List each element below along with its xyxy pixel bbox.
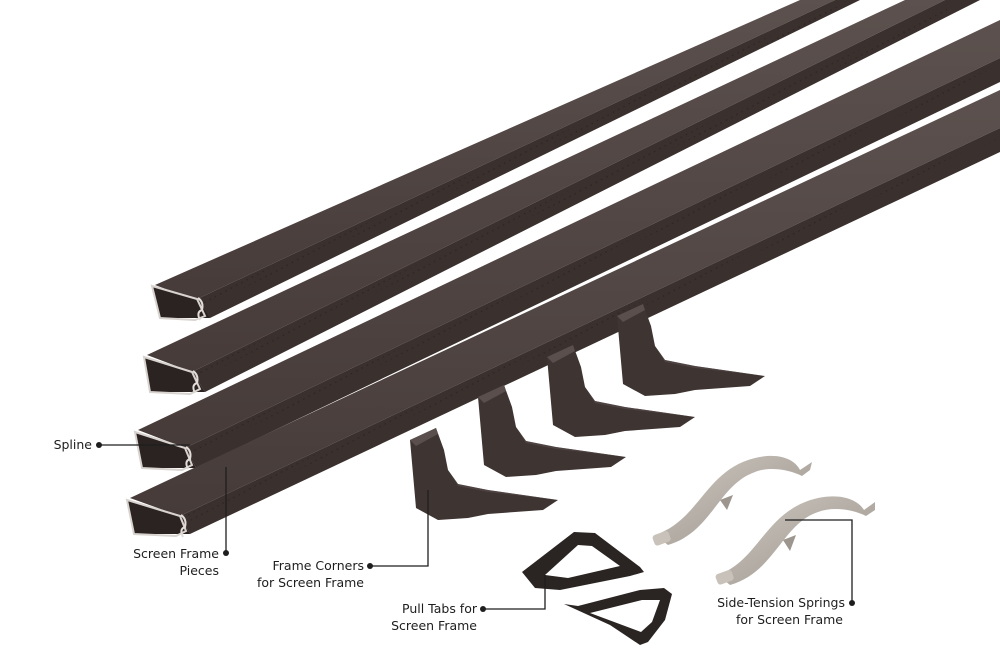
label-spline: Spline <box>30 436 92 453</box>
label-pull-tabs-line-1: Pull Tabs for <box>402 601 477 616</box>
label-screen-frame-pieces-line-1: Screen Frame <box>133 546 219 561</box>
label-screen-frame-pieces: Screen Frame Pieces <box>100 545 219 579</box>
label-frame-corners-line-2: for Screen Frame <box>256 575 364 590</box>
frame-rail-3 <box>133 20 1000 472</box>
pull-tabs-leader <box>483 575 546 610</box>
side-tension-springs <box>652 455 875 585</box>
frame-rail-2 <box>142 0 980 396</box>
spring-2 <box>715 496 875 585</box>
springs-leader <box>785 519 853 603</box>
label-frame-corners-line-1: Frame Corners <box>272 558 364 573</box>
screen-frame-pieces <box>125 0 1000 538</box>
frame-corner-3 <box>547 345 695 437</box>
spring-1 <box>652 455 812 546</box>
frame-corners <box>410 304 765 520</box>
pull-tab-1 <box>522 532 644 590</box>
label-frame-corners: Frame Corners for Screen Frame <box>240 557 364 591</box>
frame-corner-1 <box>410 428 558 520</box>
pull-tabs-dot <box>480 606 486 612</box>
label-pull-tabs: Pull Tabs for Screen Frame <box>370 600 477 634</box>
springs-dot <box>849 600 855 606</box>
label-spline-line-1: Spline <box>53 437 92 452</box>
frame-corner-2 <box>478 385 626 477</box>
callout-dots <box>96 442 855 612</box>
label-pull-tabs-line-2: Screen Frame <box>391 618 477 633</box>
frame-corner-4 <box>617 304 765 396</box>
spline-dot <box>96 442 102 448</box>
frame-rail-1 <box>150 0 860 322</box>
frame-corners-leader <box>370 490 429 567</box>
label-screen-frame-pieces-line-2: Pieces <box>179 563 219 578</box>
pull-tab-2 <box>564 588 672 645</box>
frame-corners-dot <box>367 563 373 569</box>
label-side-tension-springs-line-2: for Screen Frame <box>735 612 843 627</box>
screen-frame-pieces-dot <box>223 550 229 556</box>
label-side-tension-springs-line-1: Side-Tension Springs <box>717 595 845 610</box>
frame-rail-4 <box>125 90 1000 538</box>
callout-lines <box>99 444 853 610</box>
label-side-tension-springs: Side-Tension Springs for Screen Frame <box>690 594 845 628</box>
pull-tabs <box>522 532 672 645</box>
